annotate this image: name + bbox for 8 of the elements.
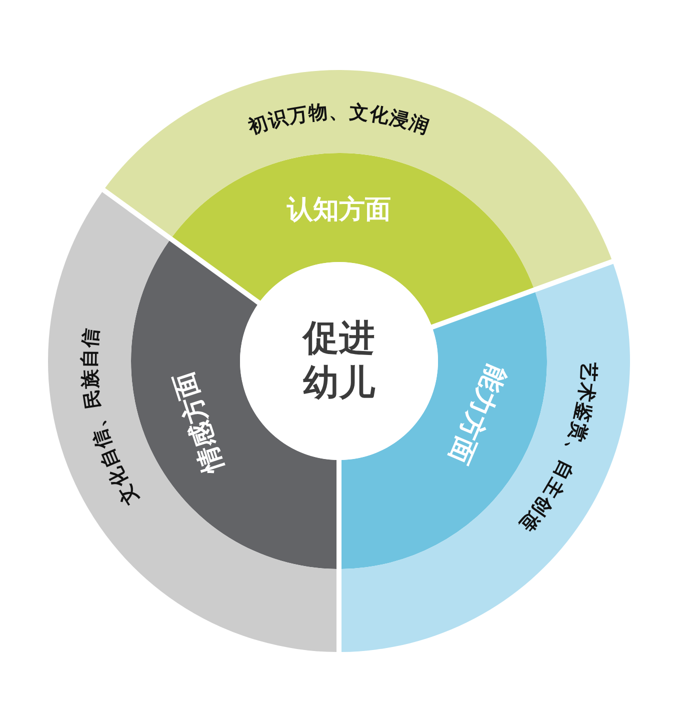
segment-label: 初识万物、文化浸润 (245, 100, 433, 139)
segment-label: 能力方面 (444, 361, 510, 467)
segment-label: 认知方面 (287, 197, 391, 223)
segment-label: 情感方面 (170, 368, 228, 476)
outer-ring-segment (105, 70, 612, 288)
segment-label: 文化自信、民族自信 (78, 326, 143, 508)
segment-label: 艺术鉴赏、自主创造 (514, 362, 600, 537)
hub-label: 促进幼儿 (302, 317, 376, 406)
